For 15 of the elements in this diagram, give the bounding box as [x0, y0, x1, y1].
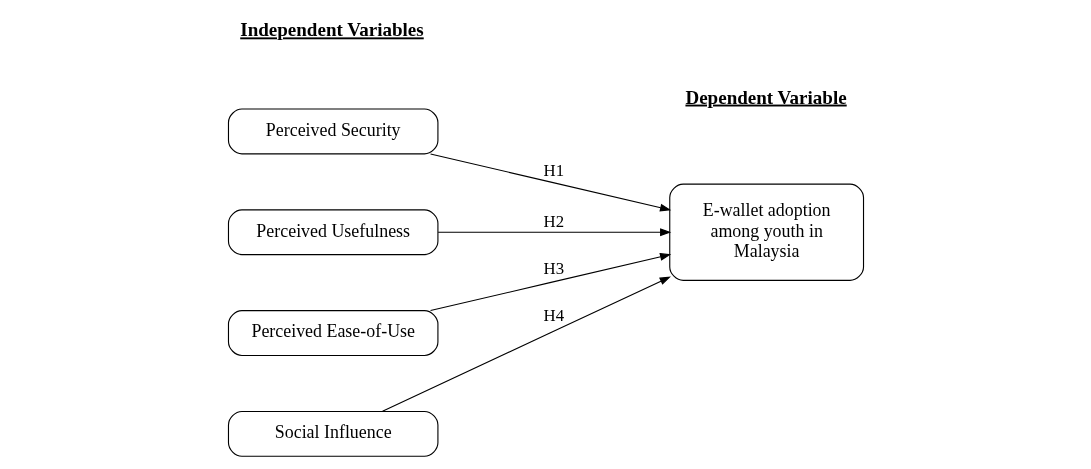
- edge-label: H3: [543, 258, 564, 278]
- edge-label: H1: [543, 161, 564, 181]
- label: Independent Variables: [239, 19, 424, 41]
- arrow: [437, 228, 671, 237]
- node-box: Perceived Security: [227, 108, 438, 155]
- arrow: [429, 153, 671, 212]
- arrow: [429, 253, 671, 312]
- node-box: Social Influence: [227, 410, 438, 457]
- node-box: Perceived Usefulness: [227, 209, 438, 256]
- node-box: Perceived Ease-of-Use: [227, 310, 438, 356]
- node-box: E-wallet adoption among youth in Malaysia: [668, 183, 864, 281]
- edge-label: H4: [543, 305, 564, 325]
- label: Dependent Variable: [684, 86, 847, 108]
- edge-label: H2: [543, 211, 564, 231]
- arrow: [381, 276, 671, 412]
